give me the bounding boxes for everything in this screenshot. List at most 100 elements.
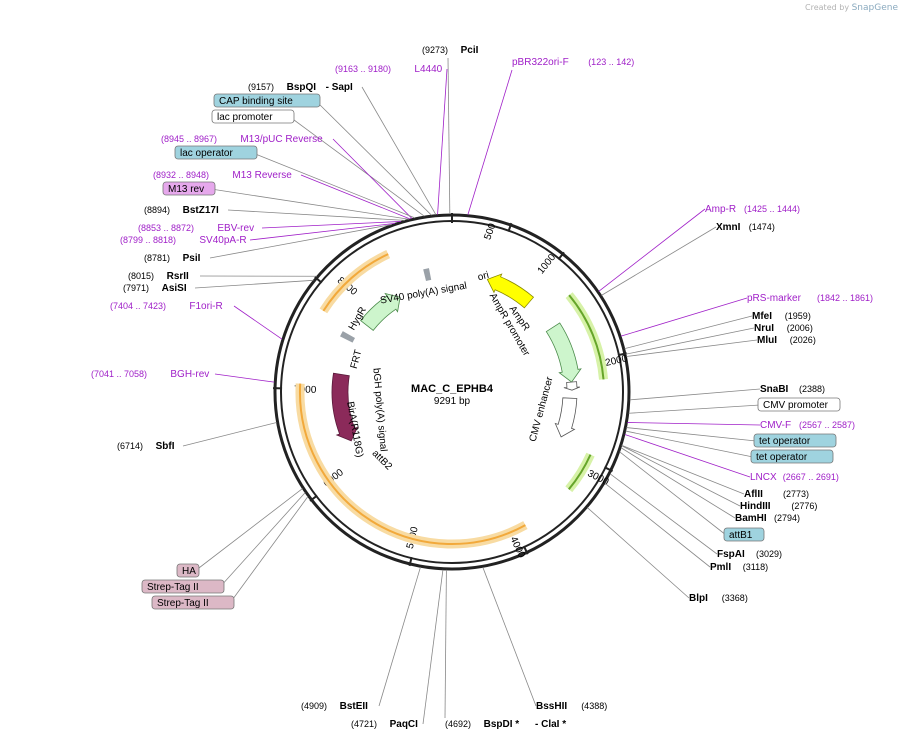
label-tetop1: tet operator: [626, 427, 837, 448]
green-arc-feature: [568, 294, 605, 380]
label-name: BlpI: [689, 593, 708, 604]
leader-line: [447, 57, 451, 215]
label-attb1: attB1: [619, 451, 765, 542]
label-ebv-rev: (8853 .. 8872) EBV-rev: [138, 221, 402, 234]
label-name: EBV-rev: [217, 223, 254, 234]
leader-line: [289, 116, 425, 217]
position-tick: [617, 352, 627, 357]
leader-line: [620, 447, 736, 519]
label-m13rev: M13 rev: [162, 181, 410, 220]
feature-box: [750, 449, 834, 464]
leader-line: [467, 69, 513, 215]
position-tick: [408, 556, 413, 567]
leader-line: [194, 488, 303, 572]
label-l4440: (9163 .. 9180)L4440: [335, 64, 448, 215]
label-position: (2567 .. 2587): [799, 420, 855, 430]
frt-label: FRT: [349, 349, 365, 370]
label-bstz17i: (8894)BstZ17I: [144, 205, 405, 221]
label-hindiii: HindIII(2776): [621, 445, 817, 512]
label-position: (2773): [783, 489, 809, 499]
label-position: (1959): [785, 311, 811, 321]
label-aflii: AflII(2773): [621, 444, 809, 500]
bgh-label: bGH poly(A) signal: [370, 368, 388, 453]
label-mfei: MfeI(1959): [624, 311, 811, 350]
leader-line: [437, 68, 448, 215]
label-position: (4388): [581, 701, 607, 711]
tick-label: 500: [483, 222, 499, 242]
leader-line: [609, 473, 718, 555]
plasmid-size: 9291 bp: [434, 396, 471, 407]
label-lacprom: lac promoter: [211, 109, 425, 217]
leader-line: [332, 138, 413, 219]
leader-line: [628, 404, 761, 414]
label-strepii1: Strep-Tag II: [141, 492, 306, 594]
feature-box-label: HA: [182, 566, 196, 577]
leader-line: [625, 327, 755, 355]
label-bsteii: (4909)BstEII: [301, 567, 421, 712]
label-position: (8853 .. 8872): [138, 223, 194, 233]
leader-line: [625, 430, 754, 458]
leader-line: [619, 451, 727, 536]
position-tick: [314, 276, 323, 284]
sv40-label: SV40 poly(A) signal: [379, 280, 467, 306]
leader-line: [624, 315, 753, 350]
hygr-arrow: [360, 292, 401, 331]
tick-label: 2000: [604, 353, 629, 369]
label-name: NruI: [754, 323, 774, 334]
leader-line: [587, 507, 690, 599]
leader-line: [624, 434, 751, 478]
label-name: - SapI: [326, 82, 353, 93]
label-paqci: (4721)PaqCI: [351, 569, 444, 730]
label-psii: (8781)PsiI: [144, 224, 392, 264]
leader-line: [261, 221, 402, 229]
label-position: (3029): [756, 549, 782, 559]
tick-label: 7000: [294, 384, 317, 395]
label-position: (2006): [787, 323, 813, 333]
position-tick: [507, 222, 513, 232]
feature-box: [757, 397, 841, 412]
label-name: SbfI: [156, 441, 175, 452]
feature-box-label: CMV promoter: [763, 400, 829, 411]
leader-line: [620, 297, 748, 337]
label-position: (8932 .. 8948): [153, 170, 209, 180]
label-bspqi: (9157) BspQI - SapI: [248, 82, 437, 215]
leader-line: [626, 339, 758, 357]
label-position: (7041 .. 7058): [91, 369, 147, 379]
cmv-enhancer-arrow: [554, 397, 578, 438]
label-name: FspAI: [717, 549, 745, 560]
leader-line: [361, 86, 437, 215]
label-name: BspDI *: [484, 719, 520, 730]
feature-box: [213, 93, 321, 108]
label-name: F1ori-R: [189, 301, 222, 312]
plasmid-name: MAC_C_EPHB4: [411, 383, 494, 395]
feature-box: [753, 433, 837, 448]
leader-line: [300, 174, 411, 220]
leader-line: [210, 188, 410, 220]
label-asisi: (7971)AsiSI: [123, 279, 314, 294]
leader-line: [378, 567, 421, 707]
label-name: HindIII: [740, 501, 771, 512]
label-name: RsrII: [167, 271, 189, 282]
feature-box: [162, 181, 216, 196]
label-nrui: NruI (2006): [625, 323, 813, 355]
sv40-polya-block: [423, 268, 432, 282]
label-name: - ClaI *: [535, 719, 566, 730]
label-name: BspQI: [287, 82, 317, 93]
feature-box: [723, 527, 765, 542]
bgh-polya-block: [340, 331, 356, 343]
ampr-arrow: [545, 322, 582, 383]
label-name: CMV-F: [760, 420, 791, 431]
label-position: (9157): [248, 82, 274, 92]
label-position: (7404 .. 7423): [110, 301, 166, 311]
feature-box-label: Strep-Tag II: [147, 582, 199, 593]
label-bamhi: BamHI(2794): [620, 447, 800, 524]
position-tick: [557, 251, 565, 261]
feature-box: [151, 595, 235, 610]
feature-box: [174, 145, 258, 160]
feature-box: [141, 579, 225, 594]
feature-box-label: CAP binding site: [219, 96, 293, 107]
label-bspdi: (4692)BspDI *- ClaI *: [444, 569, 566, 730]
orange-arc-feature-2: [322, 253, 389, 312]
label-amp-r: Amp-R(1425 .. 1444): [598, 204, 800, 292]
